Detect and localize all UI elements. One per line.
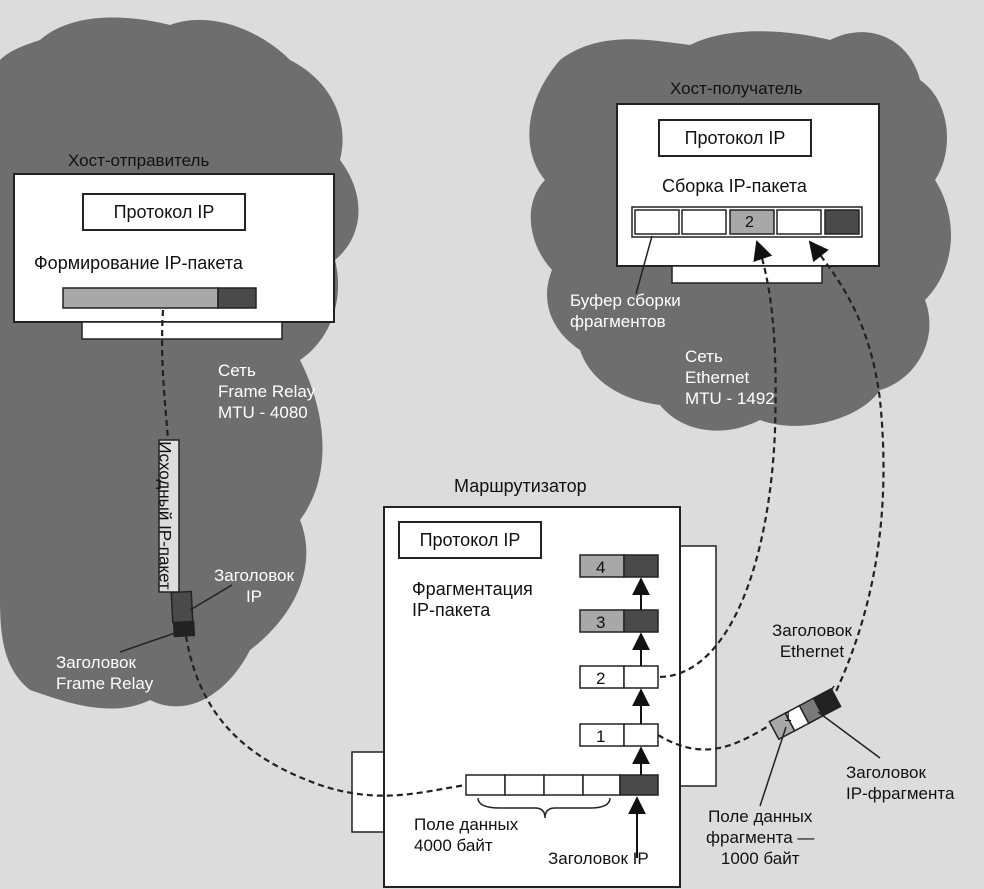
router-label: Маршрутизатор: [454, 476, 587, 496]
sender-protocol-box: Протокол IP: [82, 193, 246, 231]
ethernet-mtu: MTU - 1492: [685, 389, 775, 408]
buffer-slot-4: [776, 209, 822, 235]
transit-fragment-number: 1: [784, 708, 792, 724]
buffer-label: Буфер сборки фрагментов: [570, 291, 681, 331]
sender-packet-header: [217, 287, 257, 309]
buffer-slot-1: [634, 209, 680, 235]
ethernet-frame: [768, 687, 842, 741]
receiver-process-label: Сборка IP-пакета: [662, 176, 807, 196]
router-ip-header-label: Заголовок IP: [548, 849, 649, 868]
fragment-number-1: 1: [596, 727, 606, 746]
frame-relay-header-label: Заголовок Frame Relay: [56, 653, 154, 693]
fragment-number-2: 2: [596, 669, 606, 688]
buffer-slot-number: 2: [745, 214, 754, 231]
ethernet-net-label: Сеть Ethernet: [685, 347, 750, 387]
buffer-slot-3: [729, 209, 775, 235]
fragment-number-4: 4: [596, 558, 606, 577]
buffer-slot-2: [681, 209, 727, 235]
ethernet-header-label: Заголовок Ethernet: [772, 621, 852, 661]
path-ethernet-to-buffer: [808, 240, 885, 701]
original-packet-strip: [158, 439, 180, 593]
buffer-slot-5: [824, 209, 860, 235]
ip-header-label: Заголовок IP: [214, 566, 294, 606]
sender-packet-data: [62, 287, 219, 309]
router-packet-header: [619, 774, 659, 796]
frame-relay-net-label: Сеть Frame Relay: [218, 361, 316, 401]
path-fragment2-to-buffer: [659, 240, 777, 679]
router-data-field-label: Поле данных 4000 байт: [414, 815, 519, 855]
frame-relay-mtu: MTU - 4080: [218, 403, 308, 422]
fragment-number-3: 3: [596, 613, 606, 632]
sender-host-label: Хост-отправитель: [68, 151, 210, 170]
receiver-protocol-box: Протокол IP: [658, 119, 812, 157]
path-strip-to-router: [184, 635, 467, 797]
original-packet-label: Исходный IP-пакет: [155, 441, 175, 590]
router-protocol-box: Протокол IP: [398, 521, 542, 559]
router-process-label: Фрагментация IP-пакета: [412, 579, 533, 620]
path-fragment1-to-ethernet: [657, 724, 771, 751]
sender-process-label: Формирование IP-пакета: [34, 253, 243, 273]
receiver-host-label: Хост-получатель: [670, 79, 803, 98]
ip-fragment-header-label: Заголовок IP-фрагмента: [846, 763, 955, 803]
fragment-data-field-label: Поле данных фрагмента — 1000 байт: [706, 807, 815, 868]
